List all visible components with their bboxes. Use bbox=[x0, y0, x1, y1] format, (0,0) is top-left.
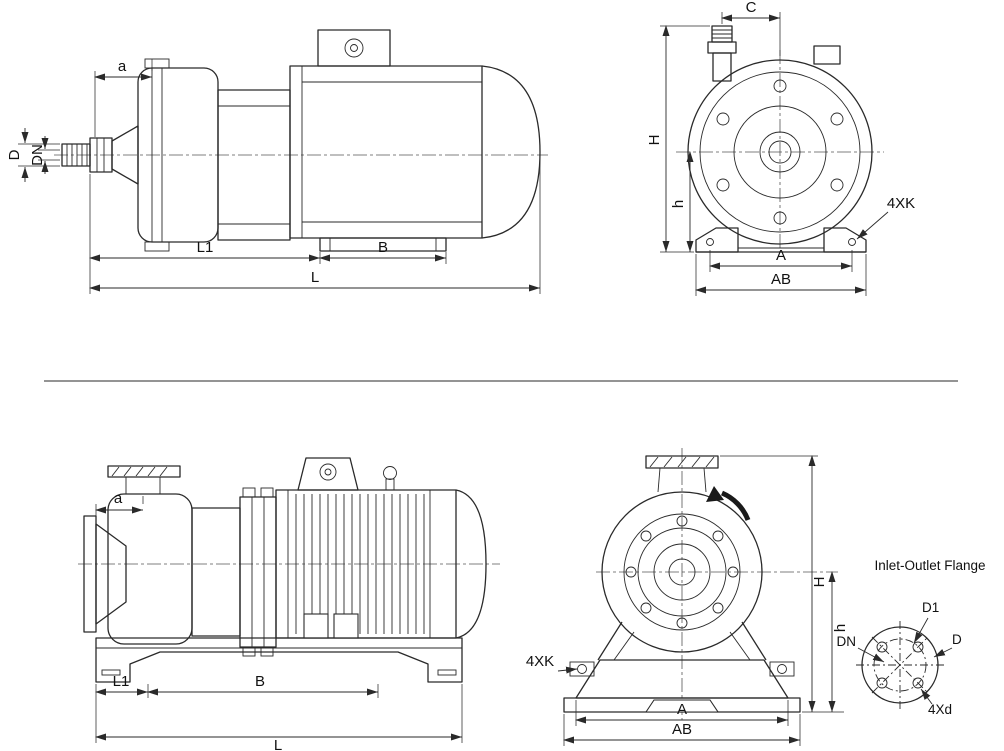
motor-foot bbox=[319, 237, 447, 252]
dim-label-B: B bbox=[378, 239, 388, 256]
dim-label-h: h bbox=[832, 624, 849, 632]
eyebolt bbox=[383, 466, 397, 480]
rotation-arrow bbox=[720, 490, 751, 521]
dim-label-h: h bbox=[670, 200, 687, 208]
dim-label-A: A bbox=[677, 701, 687, 718]
dim-label-a: a bbox=[118, 58, 127, 75]
lifting-lug bbox=[297, 457, 359, 491]
dim-label-L: L bbox=[311, 269, 319, 286]
dim-label-AB: AB bbox=[672, 721, 692, 738]
pump2-front-dimensions: H h 4XK A AB bbox=[526, 455, 849, 746]
pump1-front-view bbox=[676, 25, 884, 253]
dim-label-L1: L1 bbox=[197, 239, 214, 256]
pump1-side-view bbox=[54, 29, 548, 252]
dim-label-4Xd: 4Xd bbox=[928, 702, 952, 717]
flange-detail-title: Inlet-Outlet Flange bbox=[874, 558, 985, 573]
baseplate bbox=[95, 637, 463, 683]
dim-label-DN: DN bbox=[837, 634, 857, 649]
dim-label-a: a bbox=[114, 490, 123, 507]
pump2-side-view bbox=[78, 457, 500, 683]
dim-label-A: A bbox=[776, 247, 786, 264]
pump1-front-dimensions: C H h A AB 4XK bbox=[646, 0, 915, 296]
dim-label-D: D bbox=[952, 632, 962, 647]
dim-label-4XK: 4XK bbox=[526, 653, 554, 670]
pump1-side-dimensions: a D DN L1 B L bbox=[6, 58, 541, 294]
dim-label-L: L bbox=[274, 737, 282, 751]
pump2-side-dimensions: a L1 B L bbox=[95, 490, 463, 751]
dim-label-D: D bbox=[6, 149, 23, 160]
dim-label-DN: DN bbox=[29, 144, 46, 166]
dim-label-H: H bbox=[811, 577, 828, 588]
dim-label-D1: D1 bbox=[922, 600, 939, 615]
dim-label-C: C bbox=[746, 0, 757, 16]
lifting-lug bbox=[317, 29, 391, 67]
dim-label-L1: L1 bbox=[113, 673, 130, 690]
dim-label-B: B bbox=[255, 673, 265, 690]
dim-label-4XK: 4XK bbox=[887, 195, 915, 212]
terminal-box bbox=[813, 45, 841, 65]
pump2-front-view bbox=[563, 448, 838, 720]
flange-detail: Inlet-Outlet Flange DN D1 D 4Xd bbox=[837, 558, 986, 717]
dim-label-AB: AB bbox=[771, 271, 791, 288]
dim-label-H: H bbox=[646, 135, 663, 146]
